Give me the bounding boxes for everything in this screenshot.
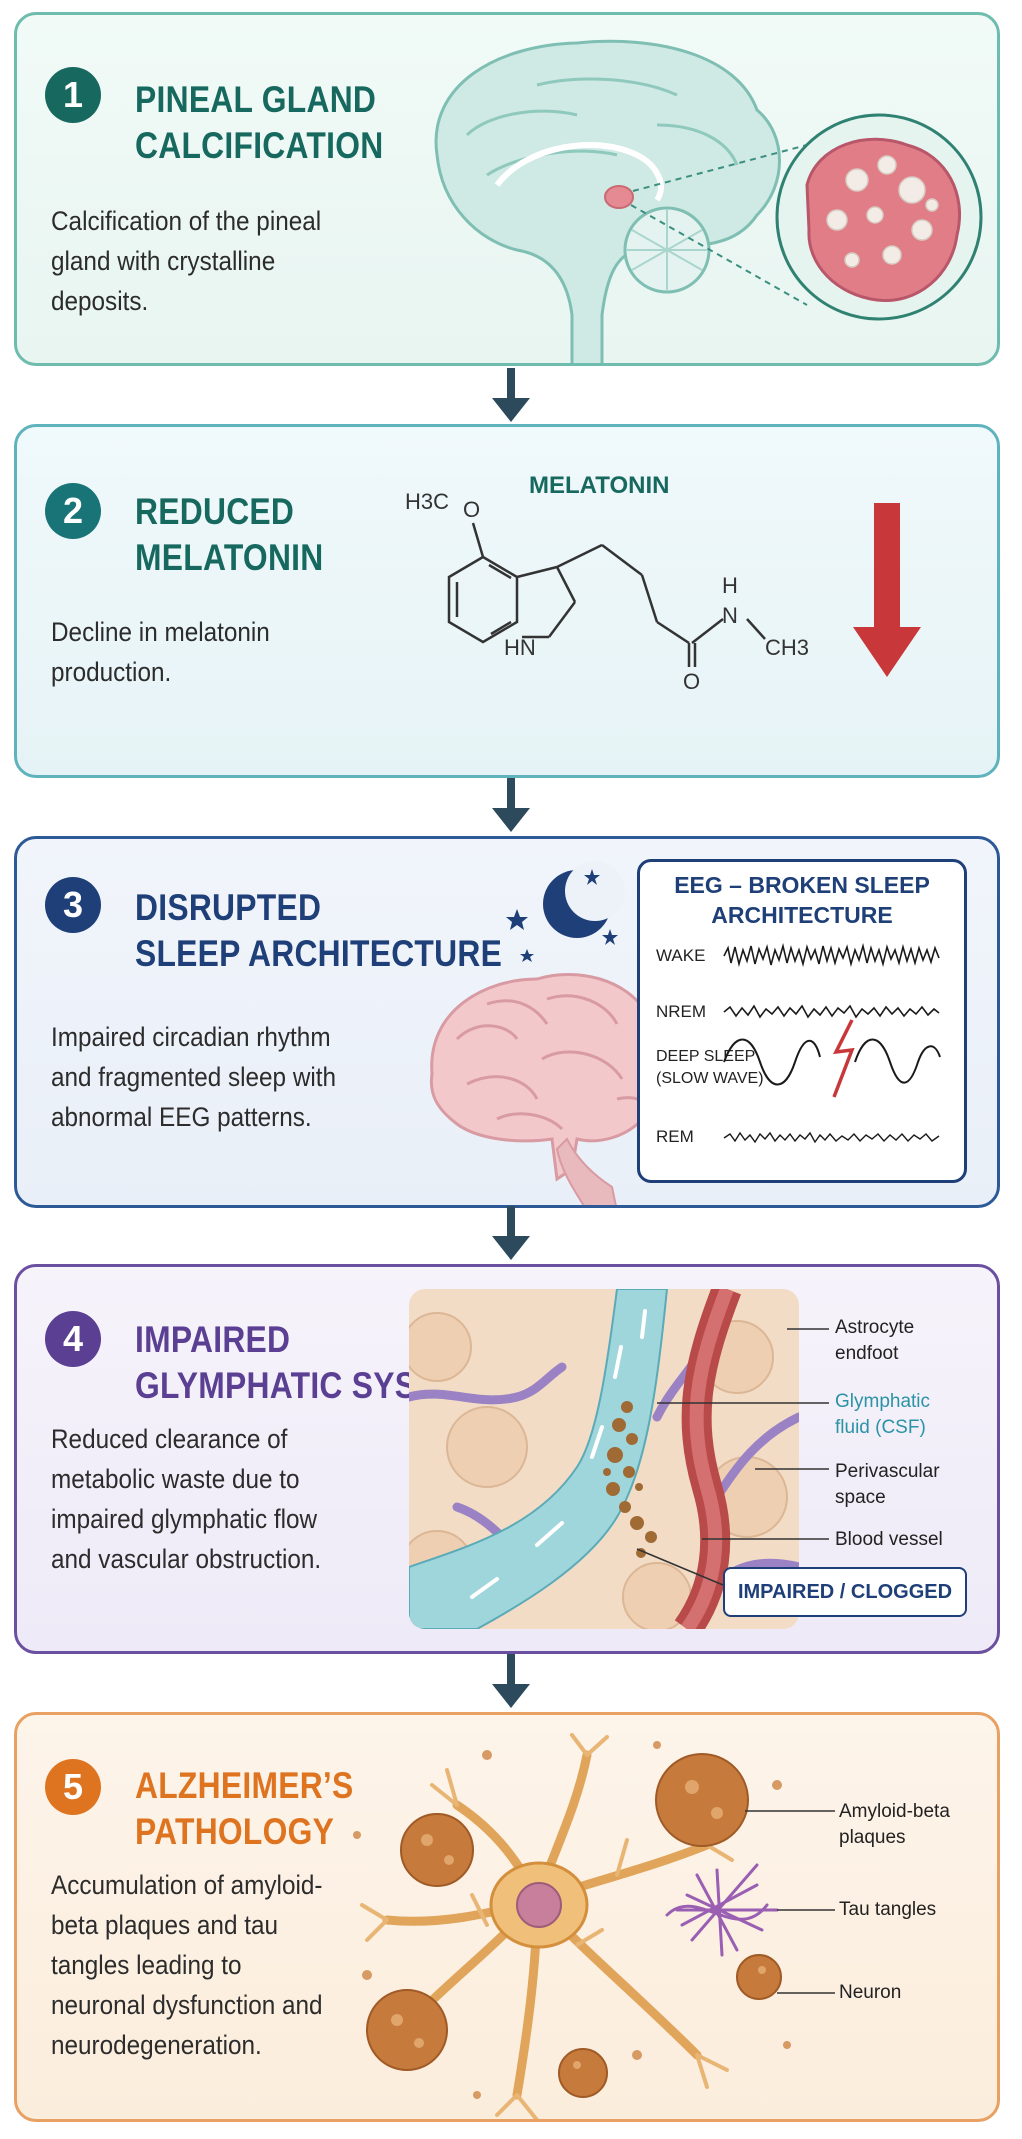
stars-icon [506,869,618,962]
step-description: Accumulation of amyloid-beta plaques and… [51,1870,323,2060]
step-title: PINEAL GLAND CALCIFICATION [135,79,384,166]
step-number-badge: 3 [45,877,101,933]
step-number-badge: 4 [45,1311,101,1367]
eeg-stage-label: WAKE [656,946,706,965]
svg-text:CH3: CH3 [765,635,809,660]
svg-text:N: N [722,603,738,628]
eeg-stage-label: REM [656,1127,694,1146]
flow-arrow-2 [492,778,530,832]
neuron-label: Neuron [839,1982,902,2003]
svg-text:H3C: H3C [405,489,449,514]
eeg-stage-label: DEEP SLEEP [656,1048,756,1065]
eeg-panel: EEG – BROKEN SLEEP ARCHITECTURE WAKE NRE… [637,859,967,1183]
sleep-brain-illustration [429,861,671,1205]
step-1-card: 1 PINEAL GLAND CALCIFICATION Calcificati… [14,12,1000,366]
step-number-badge: 2 [45,483,101,539]
eeg-stage-label: NREM [656,1002,707,1021]
step-description: Decline in melatonin production. [51,617,270,687]
neuron-pathology-illustration [353,1733,835,2119]
tau-label: Tau tangles [839,1899,937,1920]
amyloid-label: Amyloid-beta plaques [839,1801,950,1848]
glymphatic-fluid-label: Glymphatic fluid (CSF) [835,1391,931,1438]
flow-arrow-4 [492,1654,530,1708]
disruption-bolt-icon [832,1019,855,1098]
svg-text:MELATONIN: MELATONIN [529,472,669,499]
svg-text:HN: HN [504,635,536,660]
blood-vessel-label: Blood vessel [835,1529,943,1550]
flow-arrow-3 [492,1206,530,1260]
svg-text:H: H [722,573,738,598]
step-description: Calcification of the pineal gland with c… [51,206,322,316]
eeg-panel-title: EEG – BROKEN SLEEP ARCHITECTURE [674,872,930,928]
perivascular-label: Perivascular space [835,1461,940,1508]
step-description: Reduced clearance of metabolic waste due… [51,1424,322,1574]
brain-sagittal-illustration [434,39,983,363]
step-5-card: 5 ALZHEIMER’S PATHOLOGY Accumulation of … [14,1712,1000,2122]
moon-icon [543,861,625,938]
step-title: ALZHEIMER’S PATHOLOGY [135,1765,354,1852]
step-3-card: 3 DISRUPTED SLEEP ARCHITECTURE Impaired … [14,836,1000,1208]
step-number-badge: 5 [45,1759,101,1815]
glymphatic-illustration [409,1289,829,1629]
melatonin-structure: MELATONIN H3C O HN H N O CH3 [405,472,921,694]
eeg-traces [723,942,941,1144]
step-description: Impaired circadian rhythm and fragmented… [51,1022,337,1132]
step-number-badge: 1 [45,67,101,123]
step-title: DISRUPTED SLEEP ARCHITECTURE [135,887,503,974]
eeg-stage-label: (SLOW WAVE) [656,1070,764,1087]
step-4-card: 4 IMPAIRED GLYMPHATIC SYSTEM Reduced cle… [14,1264,1000,1654]
step-2-card: 2 REDUCED MELATONIN Decline in melatonin… [14,424,1000,778]
step-title: REDUCED MELATONIN [135,491,324,578]
impaired-status-badge: IMPAIRED / CLOGGED [723,1567,967,1617]
astrocyte-label: Astrocyte endfoot [835,1317,915,1364]
svg-text:O: O [683,669,700,694]
flow-arrow-1 [492,368,530,422]
decrease-arrow-icon [853,503,921,677]
svg-text:O: O [463,497,480,522]
